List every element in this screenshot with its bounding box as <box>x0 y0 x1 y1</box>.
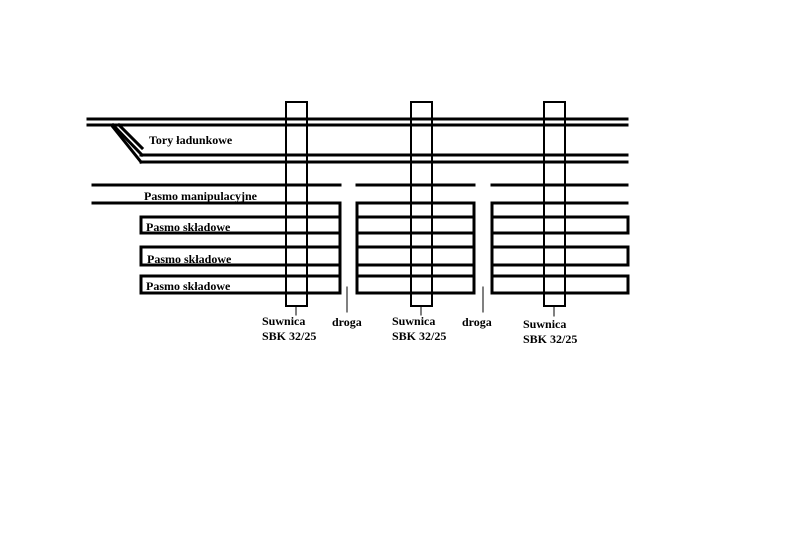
crane-1 <box>285 101 308 316</box>
crane-1-model: SBK 32/25 <box>262 329 316 343</box>
loading-tracks-label: Tory ładunkowe <box>149 133 233 147</box>
road-label-2: droga <box>462 315 492 329</box>
storage-strip-label-1: Pasmo składowe <box>146 220 231 234</box>
handling-strip-label: Pasmo manipulacyjne <box>144 189 258 203</box>
crane-2-model: SBK 32/25 <box>392 329 446 343</box>
handling-strip-lines <box>91 183 629 205</box>
crane-1-name: Suwnica <box>262 314 305 328</box>
storage-block-2 <box>355 201 476 295</box>
road-label-1: droga <box>332 315 362 329</box>
crane-3-name: Suwnica <box>523 317 566 331</box>
storage-block-3 <box>490 201 630 295</box>
storage-block-1 <box>139 201 342 295</box>
storage-strip-label-2: Pasmo składowe <box>147 252 232 266</box>
crane-3-model: SBK 32/25 <box>523 332 577 346</box>
crane-2-name: Suwnica <box>392 314 435 328</box>
storage-strip-label-3: Pasmo składowe <box>146 279 231 293</box>
crane-2 <box>410 101 433 316</box>
crane-3 <box>543 101 566 317</box>
loading-tracks <box>86 117 629 165</box>
